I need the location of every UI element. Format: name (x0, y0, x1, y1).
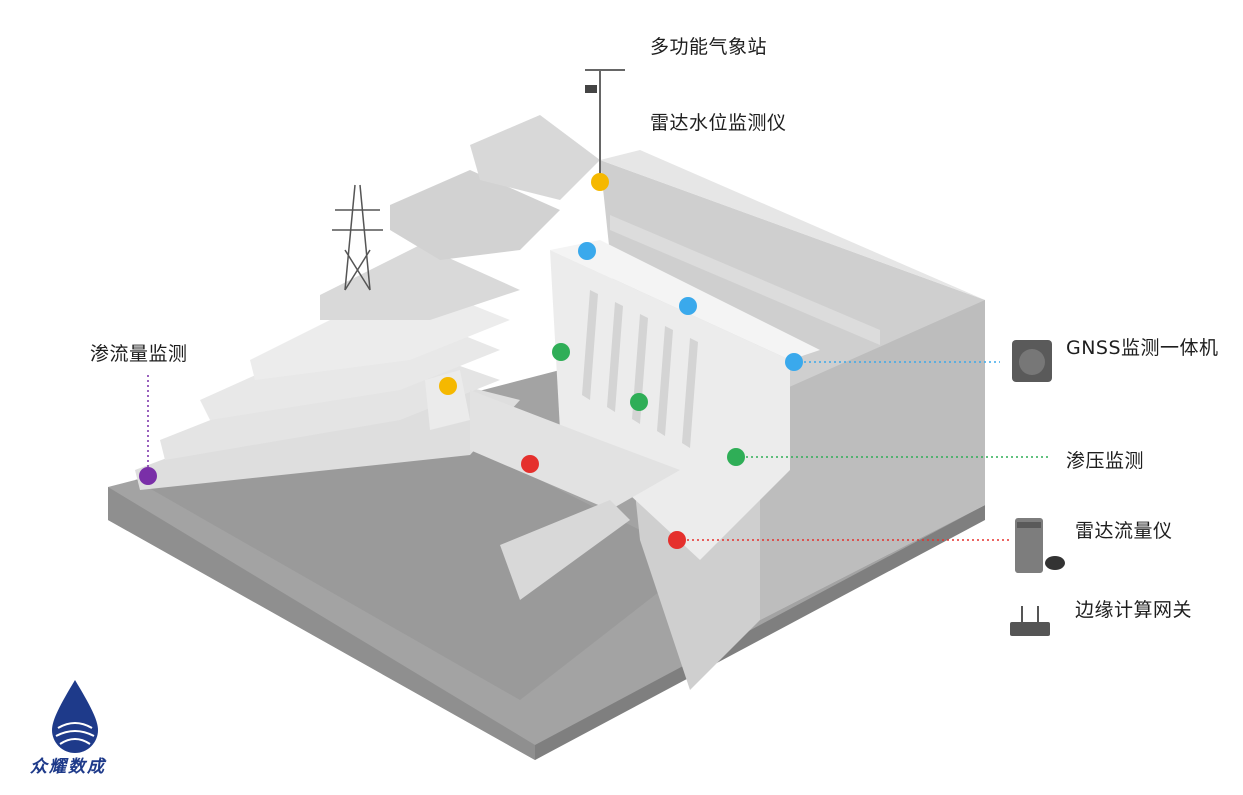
marker-red-2 (668, 531, 686, 549)
marker-green-1 (552, 343, 570, 361)
leader-lines (147, 361, 1050, 541)
radar-level-meter-label: 雷达水位监测仪 (650, 112, 787, 134)
marker-blue-3 (785, 353, 803, 371)
radar-flow-meter-icon (1015, 518, 1065, 573)
marker-red-1 (521, 455, 539, 473)
radar-flow-meter-label: 雷达流量仪 (1075, 520, 1173, 542)
transmission-tower (332, 184, 383, 291)
marker-green-3 (727, 448, 745, 466)
monitoring-markers (139, 173, 803, 549)
gnss-label: GNSS监测一体机 (1066, 337, 1219, 359)
logo-text: 众耀数成 (30, 757, 106, 777)
gnss-device-icon (1012, 340, 1052, 382)
marker-blue-2 (679, 297, 697, 315)
marker-green-2 (630, 393, 648, 411)
left-terraced-hill (135, 115, 600, 490)
marker-blue-1 (578, 242, 596, 260)
weather-station-label: 多功能气象站 (650, 36, 768, 58)
logo-mark (52, 680, 98, 753)
marker-yellow-left (439, 377, 457, 395)
edge-gateway-label: 边缘计算网关 (1075, 599, 1193, 621)
marker-purple (139, 467, 157, 485)
powerhouse (425, 370, 680, 600)
seepage-pressure-label: 渗压监测 (1066, 450, 1145, 472)
edge-gateway-icon (1010, 606, 1050, 636)
weather-station-mast (585, 69, 625, 180)
marker-yellow-top (591, 173, 609, 191)
seepage-flow-label: 渗流量监测 (90, 343, 188, 365)
